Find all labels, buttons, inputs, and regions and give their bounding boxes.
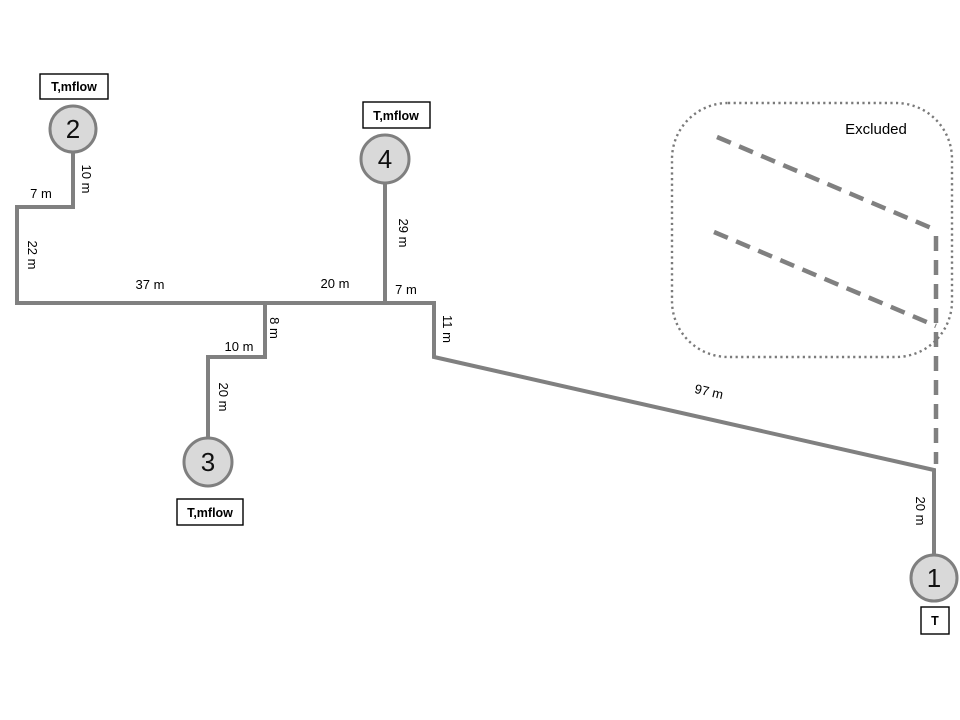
node-2-id: 2 <box>66 114 80 144</box>
node-2-tag: T,mflow <box>51 80 97 94</box>
label-node2-drop-length: 22 m <box>25 241 40 270</box>
excluded-pipes <box>713 134 939 464</box>
label-node1-drop-length: 20 m <box>913 497 928 526</box>
node-1-tag-box <box>920 606 950 635</box>
node-1: 1 T <box>909 553 959 635</box>
node-1-circle <box>909 553 959 603</box>
node-3-tag: T,mflow <box>187 506 233 520</box>
label-long-diagonal-length: 97 m <box>693 381 725 402</box>
pipe-network <box>15 152 936 557</box>
label-node2-horizontal-length: 7 m <box>30 186 52 201</box>
excluded-region-outline <box>670 101 954 359</box>
node-4-id: 4 <box>378 144 392 174</box>
node-2-tag-box <box>39 73 109 100</box>
pipe-node2-branch <box>15 152 75 303</box>
node-3-id: 3 <box>201 447 215 477</box>
label-east-drop-length: 11 m <box>440 315 455 343</box>
node-1-tag: T <box>931 614 939 628</box>
excluded-region-label: Excluded <box>845 121 907 138</box>
label-node2-riser-length: 10 m <box>79 165 94 194</box>
node-3-tag-box <box>176 498 244 526</box>
node-3: 3 T,mflow <box>176 436 244 526</box>
label-node4-riser-length: 29 m <box>396 219 411 248</box>
node-4-circle <box>359 133 411 185</box>
label-node3-upper-drop-length: 8 m <box>267 317 282 339</box>
pipe-node3-branch <box>206 303 267 440</box>
pipe-excluded-lower-diagonal <box>713 229 937 329</box>
node-4: 4 T,mflow <box>359 101 431 185</box>
label-node3-horizontal-length: 10 m <box>225 339 254 354</box>
label-node3-lower-drop-length: 20 m <box>216 383 231 412</box>
node-2: 2 T,mflow <box>39 73 109 154</box>
pipe-excluded-upper-diagonal <box>716 134 937 233</box>
pipe-east-branch <box>432 303 936 557</box>
label-main-east-length: 7 m <box>395 282 417 297</box>
label-main-west-length: 37 m <box>136 277 165 292</box>
node-4-tag: T,mflow <box>373 109 419 123</box>
pipe-length-labels: 10 m 7 m 22 m 37 m 20 m 7 m 29 m 8 m 10 … <box>25 165 928 526</box>
node-3-circle <box>182 436 234 488</box>
label-main-center-length: 20 m <box>321 276 350 291</box>
node-4-tag-box <box>362 101 431 129</box>
node-1-id: 1 <box>927 563 941 593</box>
node-2-circle <box>48 104 98 154</box>
